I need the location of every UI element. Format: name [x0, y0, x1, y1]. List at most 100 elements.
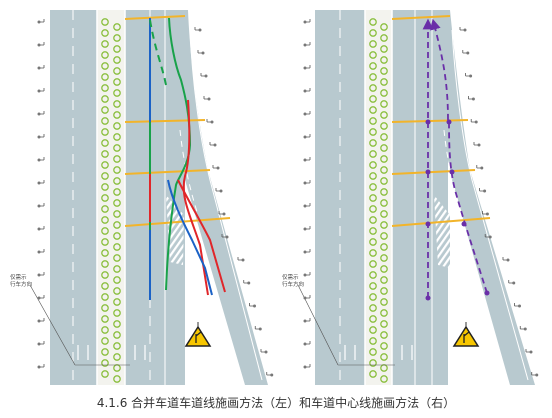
tree-icon — [380, 342, 388, 350]
streetlight-icon — [215, 188, 223, 193]
tree-icon — [380, 232, 388, 240]
tree-icon — [369, 18, 377, 26]
tree-icon — [369, 73, 377, 81]
tree-icon — [113, 276, 121, 284]
tree-icon — [380, 34, 388, 42]
right-panel: 仅需示 行车方向 — [282, 10, 535, 385]
streetlight-icon — [303, 341, 311, 346]
tree-icon — [380, 353, 388, 361]
streetlight-icon — [37, 318, 45, 323]
streetlight-icon — [508, 280, 516, 285]
tree-icon — [113, 100, 121, 108]
streetlight-icon — [37, 42, 45, 47]
streetlight-icon — [37, 249, 45, 254]
left-note-line1: 仅需示 — [10, 273, 27, 281]
streetlight-icon — [200, 73, 208, 78]
streetlight-icon — [218, 211, 226, 216]
left-median-trees — [101, 18, 121, 383]
right-centerline-3 — [448, 121, 488, 294]
tree-icon — [369, 282, 377, 290]
tree-icon — [369, 194, 377, 202]
streetlight-icon — [37, 272, 45, 277]
tree-icon — [101, 84, 109, 92]
streetlight-icon — [254, 326, 262, 331]
tree-icon — [369, 216, 377, 224]
tree-icon — [369, 29, 377, 37]
right-note-line1: 仅需示 — [282, 273, 299, 281]
right-centerline-nodes — [425, 119, 490, 301]
streetlights — [37, 19, 539, 377]
tree-icon — [101, 73, 109, 81]
tree-icon — [380, 166, 388, 174]
streetlight-icon — [303, 295, 311, 300]
streetlight-icon — [303, 249, 311, 254]
tree-icon — [101, 238, 109, 246]
tree-icon — [113, 144, 121, 152]
tree-icon — [369, 51, 377, 59]
left-path-red-3 — [177, 179, 226, 293]
tree-icon — [101, 282, 109, 290]
tree-icon — [369, 95, 377, 103]
right-median-trees — [369, 18, 388, 383]
left-panel: 仅需示 行车方向 — [10, 10, 268, 385]
tree-icon — [101, 304, 109, 312]
tree-icon — [369, 117, 377, 125]
tree-icon — [113, 265, 121, 273]
streetlight-icon — [266, 372, 274, 377]
streetlight-icon — [206, 119, 214, 124]
tree-icon — [101, 216, 109, 224]
tree-icon — [369, 139, 377, 147]
right-centerline-2 — [430, 18, 449, 121]
tree-icon — [101, 29, 109, 37]
tree-icon — [101, 117, 109, 125]
tree-icon — [113, 78, 121, 86]
tree-icon — [369, 337, 377, 345]
streetlight-icon — [37, 111, 45, 116]
tree-icon — [380, 221, 388, 229]
tree-icon — [369, 370, 377, 378]
streetlight-icon — [514, 303, 521, 308]
tree-icon — [369, 304, 377, 312]
streetlight-icon — [303, 157, 311, 162]
right-gore-hatch — [434, 195, 450, 268]
streetlight-icon — [303, 203, 311, 208]
streetlight-icon — [249, 303, 256, 308]
tree-icon — [113, 111, 121, 119]
right-median-strip — [365, 10, 392, 385]
streetlight-icon — [243, 280, 251, 285]
tree-icon — [101, 205, 109, 213]
tree-icon — [113, 298, 121, 306]
tree-icon — [101, 293, 109, 301]
right-note-line2: 行车方向 — [282, 280, 304, 288]
left-path-green-dash — [149, 19, 167, 86]
streetlight-icon — [303, 226, 311, 231]
streetlight-icon — [203, 96, 211, 101]
left-merge-ramp — [175, 10, 268, 385]
streetlight-icon — [212, 165, 220, 170]
tree-icon — [113, 89, 121, 97]
tree-icon — [369, 40, 377, 48]
tree-icon — [113, 232, 121, 240]
tree-icon — [380, 23, 388, 31]
tree-icon — [101, 40, 109, 48]
tree-icon — [101, 183, 109, 191]
tree-icon — [113, 375, 121, 383]
streetlight-icon — [465, 73, 473, 78]
tree-icon — [101, 161, 109, 169]
left-path-red-2 — [182, 99, 209, 296]
tree-icon — [380, 243, 388, 251]
tree-icon — [113, 56, 121, 64]
streetlight-icon — [194, 27, 202, 32]
tree-icon — [101, 106, 109, 114]
tree-icon — [113, 331, 121, 339]
streetlight-icon — [303, 318, 311, 323]
tree-icon — [113, 254, 121, 262]
streetlight-icon — [303, 19, 311, 24]
tree-icon — [369, 227, 377, 235]
streetlight-icon — [37, 19, 45, 24]
left-section-lines — [124, 15, 231, 227]
tree-icon — [380, 67, 388, 75]
tree-icon — [380, 133, 388, 141]
tree-icon — [101, 249, 109, 257]
